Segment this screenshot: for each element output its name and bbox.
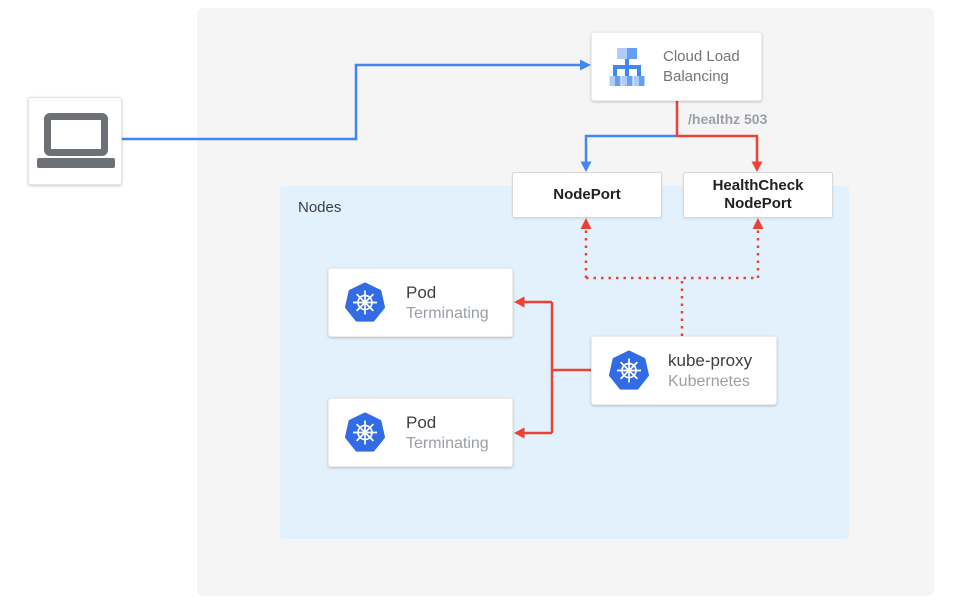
pod-title: Pod: [406, 282, 437, 302]
pod-card-1: Pod Terminating: [328, 268, 513, 337]
kubernetes-icon: [609, 350, 649, 390]
nodeport-label: NodePort: [553, 186, 621, 203]
cloud-load-balancing-icon: [609, 47, 645, 86]
healthcheck-nodeport-box: HealthCheck NodePort: [683, 172, 833, 218]
kube-proxy-title: kube-proxy: [668, 350, 753, 370]
kube-proxy-subtitle: Kubernetes: [668, 372, 750, 390]
client-laptop-card: [28, 97, 122, 185]
kube-proxy-text: kube-proxy Kubernetes: [668, 350, 752, 392]
laptop-icon: [29, 98, 123, 186]
cloud-load-balancing-card: Cloud Load Balancing: [591, 32, 762, 101]
pod-text: Pod Terminating: [406, 412, 489, 454]
pod-status: Terminating: [406, 304, 489, 322]
healthcheck-nodeport-label: HealthCheck NodePort: [712, 177, 804, 212]
pod-title: Pod: [406, 412, 437, 432]
pod-status: Terminating: [406, 434, 489, 452]
cloud-load-balancing-label: Cloud Load Balancing: [663, 47, 740, 85]
nodes-group-label: Nodes: [298, 199, 342, 216]
laptop-base: [37, 158, 115, 168]
kubernetes-icon: [345, 282, 385, 322]
laptop-screen: [44, 113, 108, 156]
healthz-status-label: /healthz 503: [688, 111, 768, 127]
kube-proxy-card: kube-proxy Kubernetes: [591, 336, 777, 405]
nodeport-box: NodePort: [512, 172, 662, 218]
pod-text: Pod Terminating: [406, 282, 489, 324]
pod-card-2: Pod Terminating: [328, 398, 513, 467]
kubernetes-icon: [345, 412, 385, 452]
